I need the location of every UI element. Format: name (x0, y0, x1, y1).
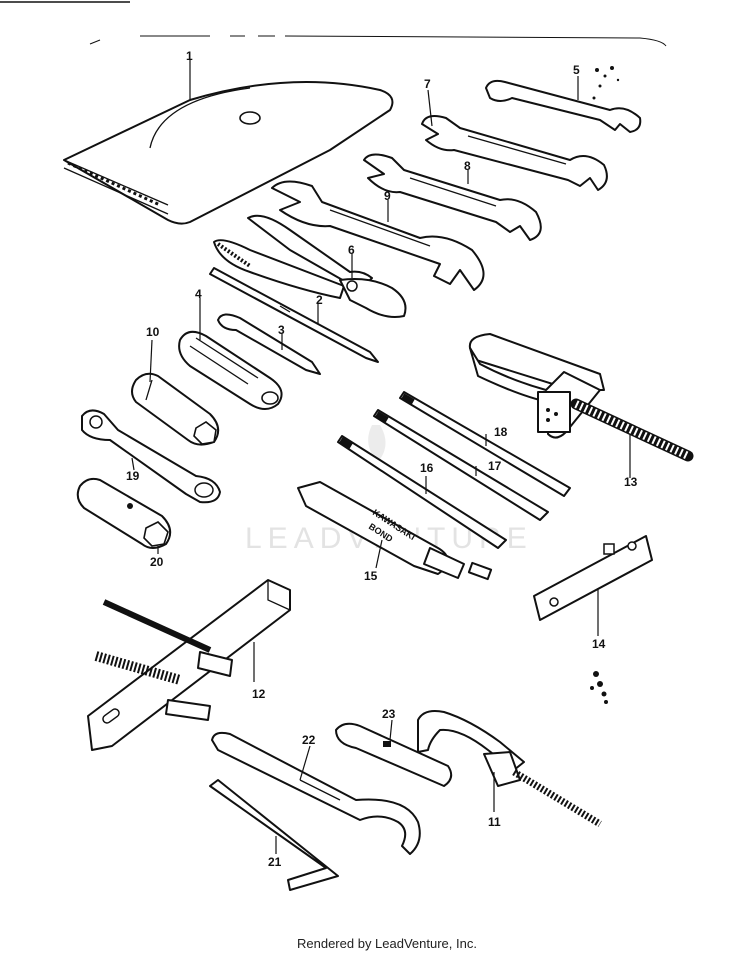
callout-11: 11 (488, 815, 501, 829)
callout-6: 6 (348, 243, 355, 257)
wrench-medium-part (421, 115, 608, 191)
callout-21: 21 (268, 855, 282, 869)
flat-bracket-part (533, 535, 653, 704)
callout-4: 4 (195, 287, 202, 301)
box-wrench-part (81, 409, 221, 504)
flat-plate-part (335, 722, 453, 787)
pliers-part (213, 214, 407, 318)
callout-8: 8 (464, 159, 471, 173)
callout-22: 22 (302, 733, 316, 747)
callout-14: 14 (592, 637, 606, 651)
callout-16: 16 (420, 461, 434, 475)
screwdriver-phillips-part (209, 267, 379, 363)
frame-lines (0, 1, 667, 47)
screwdriver-handle-part (178, 330, 283, 410)
plug-wrench-part (76, 477, 172, 549)
callout-23: 23 (382, 707, 396, 721)
puller-bar-part (87, 579, 291, 751)
wrench-small-part (485, 66, 642, 133)
bracket-bolt-part (468, 333, 694, 462)
callout-5: 5 (573, 63, 580, 77)
screwdriver-flat-part (217, 313, 321, 375)
callout-17: 17 (488, 459, 502, 473)
callout-7: 7 (424, 77, 431, 91)
callout-1: 1 (186, 49, 193, 63)
wrench-extra-large-part (271, 180, 485, 291)
wrench-large-part (363, 153, 542, 241)
hex-key-part (209, 779, 339, 891)
callout-10: 10 (146, 325, 160, 339)
rod-18-part (399, 391, 571, 497)
rod-16-part (337, 435, 507, 549)
leader-lines (131, 60, 631, 854)
callout-19: 19 (126, 469, 140, 483)
callout-15: 15 (364, 569, 378, 583)
callout-3: 3 (278, 323, 285, 337)
footer-credit: Rendered by LeadVenture, Inc. (297, 936, 477, 951)
callout-12: 12 (252, 687, 266, 701)
callout-9: 9 (384, 189, 391, 203)
hook-tool-part (417, 710, 602, 827)
socket-wrench-part (131, 372, 220, 446)
rod-17-part (373, 409, 549, 521)
callout-20: 20 (150, 555, 164, 569)
callout-13: 13 (624, 475, 638, 489)
tool-bag-part (63, 81, 394, 225)
callout-18: 18 (494, 425, 508, 439)
hook-spanner-part (211, 731, 421, 855)
callout-2: 2 (316, 293, 323, 307)
callouts: 1 2 3 4 5 6 7 8 9 10 11 12 13 14 15 16 1… (126, 49, 638, 869)
